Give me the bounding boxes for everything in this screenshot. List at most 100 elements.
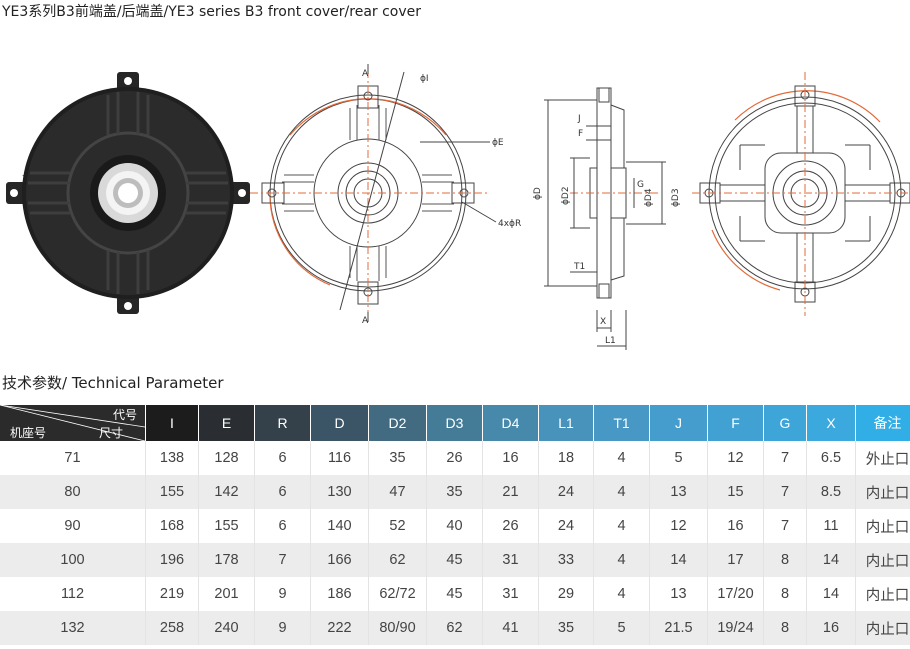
column-header: I [145, 405, 199, 441]
label-j: J [577, 114, 581, 124]
table-cell: 35 [538, 611, 594, 645]
column-header: T1 [593, 405, 650, 441]
table-cell: 26 [426, 441, 483, 475]
table-cell: 6 [254, 441, 311, 475]
table-cell: 155 [198, 509, 255, 543]
table-cell: 8.5 [806, 475, 856, 509]
table-cell: 7 [254, 543, 311, 577]
technical-drawings: A A ϕI ϕE 4xϕR J F ϕD ϕD2 G ϕD4 ϕD3 [6, 64, 910, 350]
label-l1: L1 [605, 336, 616, 346]
label-f: F [578, 129, 583, 139]
table-cell: 14 [806, 543, 856, 577]
label-t1: T1 [573, 262, 585, 272]
table-cell: 7 [763, 441, 807, 475]
table-cell: 52 [368, 509, 427, 543]
table-cell: 240 [198, 611, 255, 645]
end-cover-photo [6, 72, 250, 314]
label-a-bottom: A [362, 316, 369, 326]
column-header: R [254, 405, 311, 441]
table-cell: 4 [593, 441, 650, 475]
frame-size-cell: 132 [0, 611, 146, 645]
table-cell: 116 [310, 441, 369, 475]
frame-size-cell: 90 [0, 509, 146, 543]
table-cell: 47 [368, 475, 427, 509]
table-cell: 168 [145, 509, 199, 543]
table-cell: 21 [482, 475, 539, 509]
table-cell: 196 [145, 543, 199, 577]
table-cell: 19/24 [707, 611, 764, 645]
table-cell: 178 [198, 543, 255, 577]
label-phi-e: ϕE [492, 138, 504, 148]
table-cell: 4 [593, 509, 650, 543]
table-cell: 12 [649, 509, 708, 543]
table-cell: 13 [649, 577, 708, 611]
table-cell: 14 [649, 543, 708, 577]
table-cell: 9 [254, 577, 311, 611]
label-phi-i: ϕI [420, 74, 429, 84]
table-cell: 5 [649, 441, 708, 475]
table-cell: 内止口 [855, 577, 910, 611]
column-header: L1 [538, 405, 594, 441]
table-cell: 6 [254, 509, 311, 543]
column-header: D [310, 405, 369, 441]
table-cell: 40 [426, 509, 483, 543]
table-cell: 31 [482, 543, 539, 577]
table-cell: 8 [763, 543, 807, 577]
table-cell: 内止口 [855, 475, 910, 509]
page-title: YE3系列B3前端盖/后端盖/YE3 series B3 front cover… [2, 4, 422, 20]
table-cell: 62 [426, 611, 483, 645]
table-cell: 31 [482, 577, 539, 611]
table-cell: 12 [707, 441, 764, 475]
column-header: D2 [368, 405, 427, 441]
table-cell: 62/72 [368, 577, 427, 611]
table-cell: 7 [763, 475, 807, 509]
corner-label-frame: 机座号 [10, 426, 47, 440]
table-cell: 内止口 [855, 543, 910, 577]
column-header: D4 [482, 405, 539, 441]
table-cell: 15 [707, 475, 764, 509]
table-cell: 4 [593, 577, 650, 611]
table-cell: 8 [763, 611, 807, 645]
table-cell: 5 [593, 611, 650, 645]
table-cell: 219 [145, 577, 199, 611]
table-cell: 29 [538, 577, 594, 611]
table-cell: 138 [145, 441, 199, 475]
table-cell: 14 [806, 577, 856, 611]
table-cell: 6 [254, 475, 311, 509]
side-section-drawing [544, 87, 666, 350]
frame-size-cell: 112 [0, 577, 146, 611]
table-cell: 7 [763, 509, 807, 543]
label-holes: 4xϕR [498, 219, 521, 229]
table-cell: 45 [426, 543, 483, 577]
table-cell: 内止口 [855, 611, 910, 645]
label-phi-d: ϕD [533, 187, 543, 200]
table-cell: 13 [649, 475, 708, 509]
table-cell: 24 [538, 509, 594, 543]
table-cell: 17 [707, 543, 764, 577]
table-cell: 33 [538, 543, 594, 577]
corner-label-size: 尺寸 [98, 426, 123, 440]
table-cell: 222 [310, 611, 369, 645]
table-cell: 62 [368, 543, 427, 577]
table-cell: 41 [482, 611, 539, 645]
table-cell: 35 [368, 441, 427, 475]
table-cell: 16 [707, 509, 764, 543]
table-cell: 128 [198, 441, 255, 475]
table-cell: 26 [482, 509, 539, 543]
table-cell: 130 [310, 475, 369, 509]
column-header: D3 [426, 405, 483, 441]
label-phi-d4: ϕD4 [644, 188, 654, 207]
table-cell: 201 [198, 577, 255, 611]
corner-diagonal-lines [0, 405, 145, 441]
front-view-drawing [250, 64, 497, 322]
table-cell: 35 [426, 475, 483, 509]
table-cell: 16 [482, 441, 539, 475]
table-cell: 21.5 [649, 611, 708, 645]
table-cell: 4 [593, 475, 650, 509]
